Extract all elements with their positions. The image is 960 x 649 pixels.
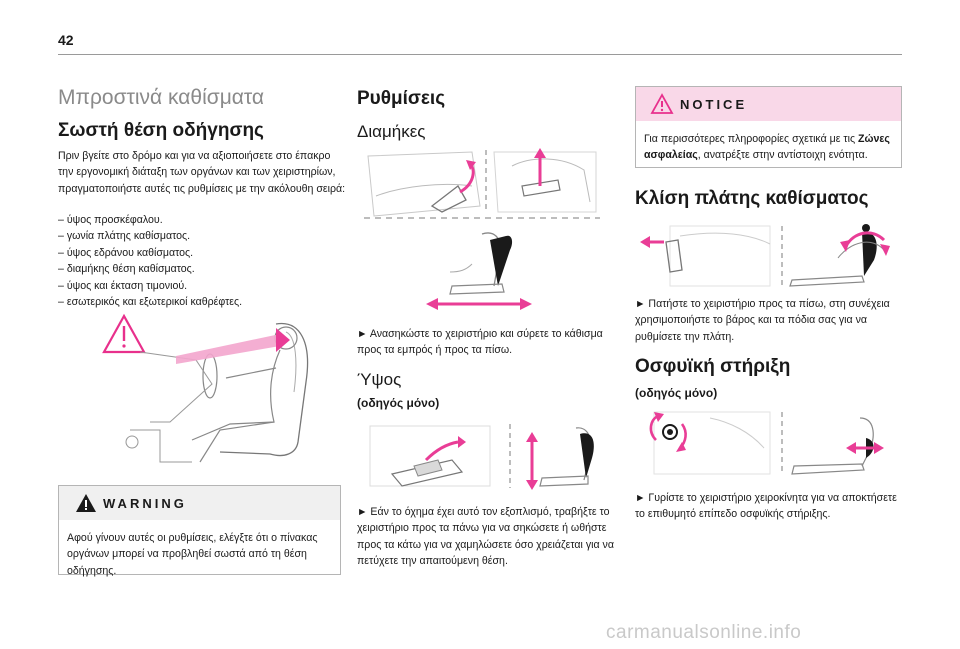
adjustment-list: ύψος προσκέφαλου. γωνία πλάτης καθίσματο… bbox=[58, 212, 348, 310]
page-number: 42 bbox=[58, 32, 74, 48]
subheading-longitudinal: Διαμήκες bbox=[357, 122, 426, 141]
heading-lumbar: Οσφυϊκή στήριξη bbox=[635, 356, 791, 377]
list-item: διαμήκης θέση καθίσματος. bbox=[58, 261, 348, 277]
backrest-diagram bbox=[640, 222, 890, 290]
height-driver-only-note: (οδηγός μόνο) bbox=[357, 396, 440, 410]
backrest-text: ► Πατήστε το χειριστήριο προς τα πίσω, σ… bbox=[635, 298, 890, 343]
watermark: carmanualsonline.info bbox=[606, 622, 802, 643]
header-divider bbox=[58, 54, 902, 55]
list-item: γωνία πλάτης καθίσματος. bbox=[58, 228, 348, 244]
section-title: Μπροστινά καθίσματα bbox=[58, 86, 265, 109]
heading-driving-position: Σωστή θέση οδήγησης bbox=[58, 120, 264, 141]
list-item: εσωτερικός και εξωτερικοί καθρέφτες. bbox=[58, 294, 348, 310]
height-text: ► Εάν το όχημα έχει αυτό τον εξοπλισμό, … bbox=[357, 506, 614, 568]
seat-belts-reference: Ζώνες ασφαλείας bbox=[644, 133, 890, 162]
heading-backrest: Κλίση πλάτης καθίσματος bbox=[635, 188, 869, 209]
warning-box: WARNING Αφού γίνουν αυτές οι ρυθμίσεις, … bbox=[58, 485, 341, 577]
notice-warning-icon bbox=[650, 93, 674, 114]
longitudinal-text: ► Ανασηκώστε το χειριστήριο και σύρετε τ… bbox=[357, 328, 603, 357]
lumbar-diagram bbox=[640, 408, 890, 478]
longitudinal-diagram bbox=[362, 146, 602, 318]
lumbar-driver-only-note: (οδηγός μόνο) bbox=[635, 386, 718, 400]
notice-label: NOTICE bbox=[680, 97, 748, 112]
notice-text: Για περισσότερες πληροφορίες σχετικά με … bbox=[636, 121, 901, 174]
intro-text: Πριν βγείτε στο δρόμο και για να αξιοποι… bbox=[58, 150, 346, 195]
heading-adjustments: Ρυθμίσεις bbox=[357, 88, 446, 109]
notice-text-part: Για περισσότερες πληροφορίες σχετικά με … bbox=[644, 133, 859, 145]
list-item: ύψος εδράνου καθίσματος. bbox=[58, 245, 348, 261]
height-diagram bbox=[362, 420, 602, 492]
warning-header: WARNING bbox=[59, 486, 340, 520]
warning-icon bbox=[76, 494, 96, 512]
warning-label: WARNING bbox=[103, 496, 187, 511]
lumbar-text: ► Γυρίστε το χειριστήριο χειροκίνητα για… bbox=[635, 492, 897, 521]
notice-box: NOTICE Για περισσότερες πληροφορίες σχετ… bbox=[635, 86, 902, 168]
notice-header: NOTICE bbox=[636, 87, 901, 121]
subheading-height: Ύψος bbox=[357, 370, 402, 389]
notice-text-part: , ανατρέξτε στην αντίστοιχη ενότητα. bbox=[697, 149, 868, 162]
list-item: ύψος και έκταση τιμονιού. bbox=[58, 278, 348, 294]
driver-position-illustration bbox=[100, 312, 332, 468]
list-item: ύψος προσκέφαλου. bbox=[58, 212, 348, 228]
warning-text: Αφού γίνουν αυτές οι ρυθμίσεις, ελέγξτε … bbox=[67, 532, 318, 577]
